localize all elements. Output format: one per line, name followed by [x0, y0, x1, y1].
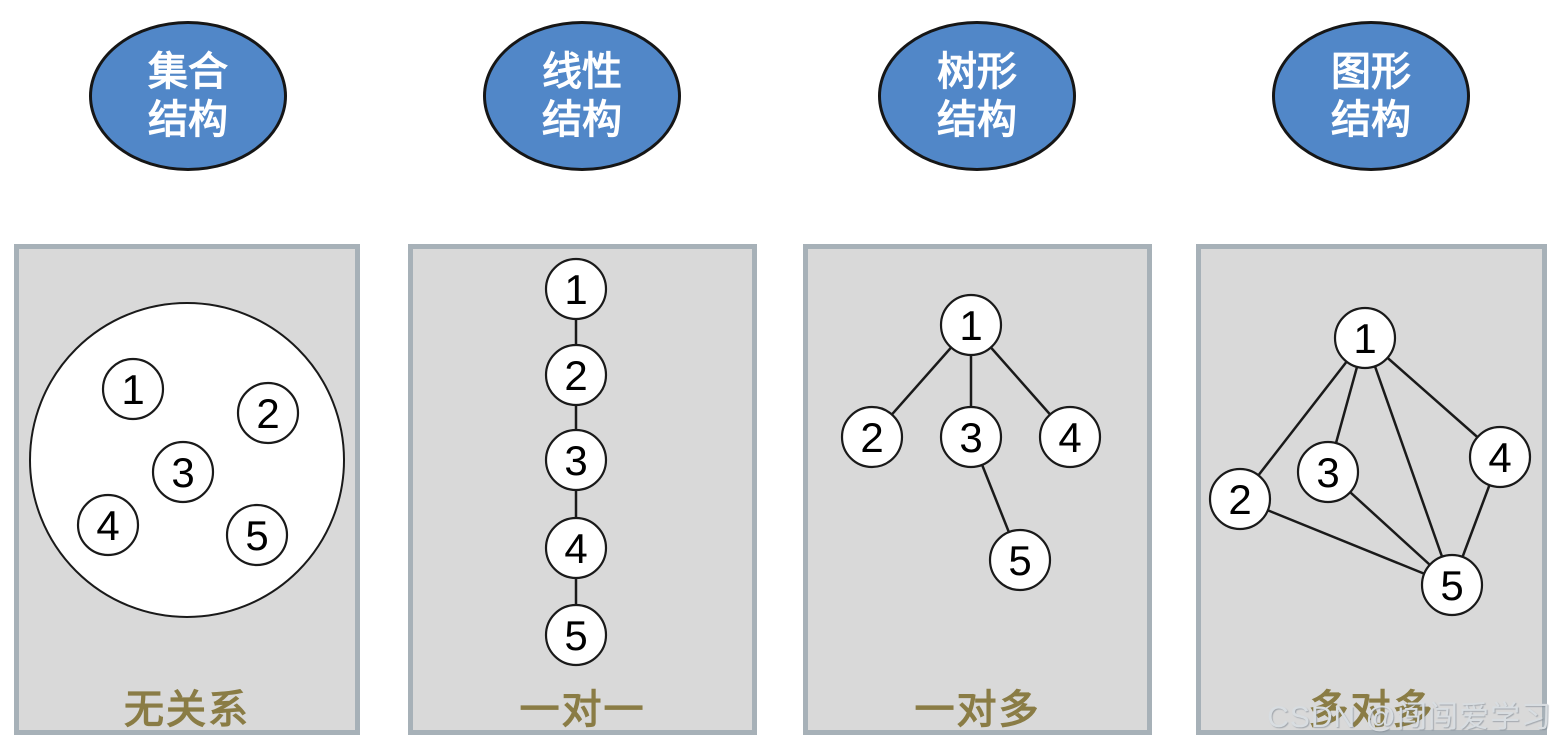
badge-title-line: 结构 — [1331, 98, 1411, 142]
tree-structure-badge: 树形 结构 — [878, 21, 1076, 171]
graph-node-label: 4 — [564, 525, 587, 572]
set-structure-panel: 1 2 3 4 5 无关系 — [14, 244, 360, 735]
graph-structure-badge: 图形 结构 — [1272, 21, 1470, 171]
badge-title-line: 结构 — [148, 98, 228, 142]
badge-title-line: 结构 — [542, 98, 622, 142]
graph-node: 2 — [544, 343, 608, 407]
graph-node: 5 — [225, 503, 289, 567]
relation-label: 一对多 — [914, 688, 1041, 732]
badge-title-line: 结构 — [937, 98, 1017, 142]
graph-node-label: 2 — [1228, 476, 1251, 523]
graph-node-label: 2 — [860, 414, 883, 461]
column-linear-structure: 线性 结构 1 2 3 4 5 一对一 — [408, 0, 757, 742]
graph-node-label: 5 — [564, 612, 587, 659]
graph-node-label: 5 — [1008, 537, 1031, 584]
graph-node: 3 — [544, 428, 608, 492]
graph-node: 2 — [840, 405, 904, 469]
badge-title-line: 集合 — [148, 50, 228, 94]
graph-edge — [1239, 337, 1366, 500]
graph-node-label: 3 — [564, 437, 587, 484]
graph-node: 3 — [939, 405, 1003, 469]
graph-node: 5 — [544, 603, 608, 667]
badge-title-line: 图形 — [1331, 50, 1411, 94]
graph-structure-panel: 1 2 3 4 5 多对多 — [1196, 244, 1547, 735]
linear-structure-diagram: 1 2 3 4 5 — [544, 257, 608, 667]
graph-node-label: 3 — [1316, 449, 1339, 496]
relation-label: 多对多 — [1308, 688, 1435, 732]
graph-node: 5 — [988, 528, 1052, 592]
graph-node: 5 — [1420, 553, 1484, 617]
graph-node: 1 — [544, 257, 608, 321]
graph-node-label: 4 — [1488, 434, 1511, 481]
graph-node: 1 — [101, 357, 165, 421]
graph-node: 2 — [1208, 467, 1272, 531]
relation-label: 一对一 — [519, 688, 646, 732]
graph-node: 4 — [544, 516, 608, 580]
graph-structure-diagram: 1 2 3 4 5 — [1208, 306, 1532, 617]
graph-node-label: 5 — [245, 512, 268, 559]
csdn-watermark: CSDN @闯闯爱学习 — [1267, 701, 1552, 734]
graph-node: 2 — [236, 381, 300, 445]
graph-node: 4 — [76, 493, 140, 557]
graph-node-label: 4 — [96, 502, 119, 549]
linear-structure-panel: 1 2 3 4 5 一对一 — [408, 244, 757, 735]
graph-node-label: 2 — [256, 390, 279, 437]
graph-node-label: 1 — [564, 266, 587, 313]
graph-node-label: 1 — [121, 366, 144, 413]
graph-node: 1 — [939, 293, 1003, 357]
badge-title-line: 树形 — [937, 50, 1017, 94]
graph-node: 4 — [1038, 405, 1102, 469]
set-structure-diagram: 1 2 3 4 5 — [29, 302, 345, 618]
badge-title-line: 线性 — [542, 50, 622, 94]
tree-structure-diagram: 1 2 3 4 5 — [840, 293, 1102, 592]
linear-structure-badge: 线性 结构 — [483, 21, 681, 171]
graph-node-label: 2 — [564, 352, 587, 399]
graph-node-label: 1 — [959, 302, 982, 349]
column-tree-structure: 树形 结构 1 2 3 4 5 一对多 — [803, 0, 1152, 742]
column-set-structure: 集合 结构 1 2 3 4 5 无关系 — [14, 0, 360, 742]
graph-node-label: 5 — [1440, 562, 1463, 609]
graph-node-label: 3 — [959, 414, 982, 461]
graph-node-label: 3 — [171, 449, 194, 496]
graph-node: 1 — [1333, 306, 1397, 370]
graph-edge — [1363, 337, 1454, 586]
graph-node-label: 1 — [1353, 315, 1376, 362]
column-graph-structure: 图形 结构 1 2 3 4 5 多对多 — [1196, 0, 1547, 742]
relation-label: 无关系 — [124, 688, 250, 732]
graph-edge — [1239, 497, 1453, 587]
graph-node: 3 — [1296, 440, 1360, 504]
tree-structure-panel: 1 2 3 4 5 一对多 — [803, 244, 1152, 735]
graph-node: 3 — [151, 440, 215, 504]
graph-node-label: 4 — [1058, 414, 1081, 461]
graph-node: 4 — [1468, 425, 1532, 489]
set-structure-badge: 集合 结构 — [89, 21, 287, 171]
